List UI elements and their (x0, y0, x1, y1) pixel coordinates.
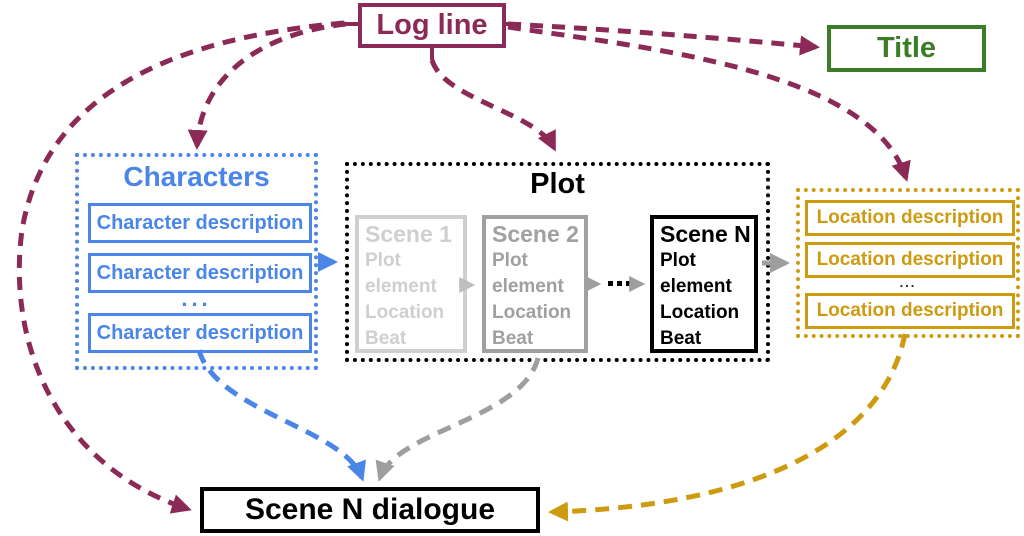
log-line-label: Log line (376, 9, 488, 41)
plot-heading: Plot (530, 168, 585, 200)
location-description-label: Location description (816, 300, 1004, 321)
characters-box: Characters Character description Charact… (75, 153, 318, 370)
scene-n-dialogue-label: Scene N dialogue (244, 493, 496, 526)
edge-logline-to-title (507, 21, 820, 56)
scene-2-box: Scene 2 Plot element Location Beat (482, 215, 588, 353)
scene-2-title: Scene 2 (492, 221, 579, 247)
title-label: Title (876, 32, 937, 64)
scene-attr: Location (365, 302, 445, 323)
location-description-box: Location description (805, 200, 1015, 236)
edge-logline-to-plot (429, 59, 557, 152)
scene-attr: element (365, 276, 437, 297)
scene-attr: Beat (660, 328, 702, 349)
character-description-label: Character description (96, 211, 304, 234)
scene-attr: Beat (365, 328, 407, 349)
location-description-label: Location description (816, 207, 1004, 228)
edge-logline-to-characters (187, 21, 347, 150)
plot-box: Plot Scene 1 Plot element Location Beat … (345, 162, 770, 362)
scene-attr: Location (660, 302, 740, 323)
location-description-label: Location description (816, 249, 1004, 270)
locations-ellipsis: ... (899, 275, 917, 290)
scene-n-title: Scene N (660, 221, 751, 247)
scene-attr: Beat (492, 328, 534, 349)
locations-box: Location description Location descriptio… (796, 188, 1020, 338)
character-description-label: Character description (96, 261, 304, 284)
scene-attr: Plot (492, 250, 528, 271)
location-description-box: Location description (805, 242, 1015, 278)
characters-ellipsis: ... (181, 286, 212, 311)
scene-n-box: Scene N Plot element Location Beat (650, 215, 758, 353)
scene-1-title: Scene 1 (365, 221, 452, 247)
scene-attr: Plot (365, 250, 401, 271)
character-description-box: Character description (88, 313, 312, 353)
scene-attr: element (492, 276, 564, 297)
scene-attr: element (660, 276, 732, 297)
character-description-label: Character description (96, 321, 304, 344)
scene-n-dialogue-box: Scene N dialogue (200, 487, 540, 533)
log-line-box: Log line (358, 3, 506, 48)
title-box: Title (827, 25, 986, 72)
location-description-box: Location description (805, 293, 1015, 329)
edge-plot-to-dialogue (375, 357, 541, 482)
character-description-box: Character description (88, 203, 312, 243)
scene-1-box: Scene 1 Plot element Location Beat (355, 215, 467, 353)
characters-heading: Characters (123, 161, 270, 192)
scene-attr: Location (492, 302, 572, 323)
scene-attr: Plot (660, 250, 696, 271)
